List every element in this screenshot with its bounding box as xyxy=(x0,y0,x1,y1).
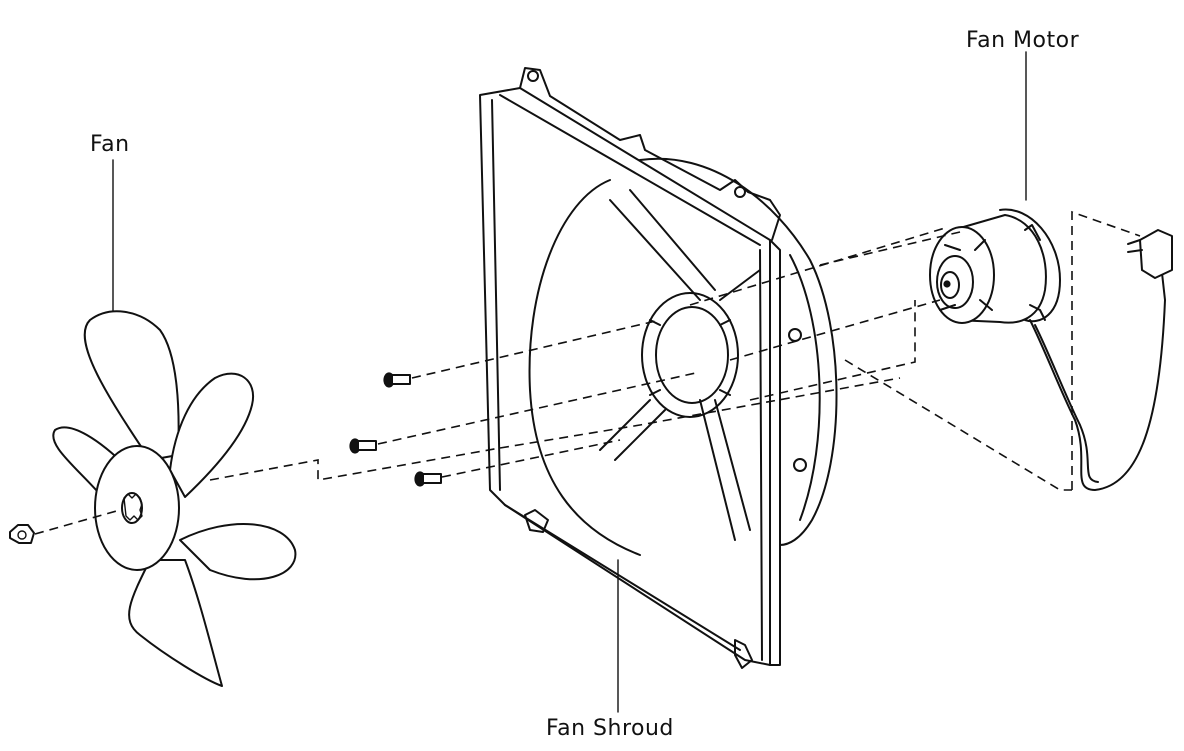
fan-hub-center xyxy=(121,492,143,524)
shroud-hub-inner xyxy=(655,306,729,404)
motor-face-ribs xyxy=(939,239,993,311)
fan-shroud-part xyxy=(479,67,838,669)
motor-shaft xyxy=(943,280,951,288)
bolt-bottom xyxy=(414,471,442,487)
fan-blade-lower-right xyxy=(179,523,297,581)
shroud-mount-hole-top-right xyxy=(734,186,746,198)
fan-blade-lower xyxy=(128,559,223,687)
shroud-ring-left xyxy=(528,179,641,556)
motor-face-inner xyxy=(936,255,974,309)
shroud-mount-tab-bottom-right xyxy=(734,639,753,669)
shroud-mount-hole-top-left xyxy=(527,70,539,82)
fan-label: Fan xyxy=(90,132,130,157)
shroud-ring-right-inner xyxy=(789,254,821,521)
shroud-spoke-upper xyxy=(609,199,701,301)
motor-connector xyxy=(1139,229,1173,279)
shroud-bottom-rim xyxy=(504,504,741,651)
motor-wire-2 xyxy=(1034,324,1099,483)
shroud-hub-outer xyxy=(641,292,739,418)
motor-connector-latch xyxy=(1127,239,1143,253)
shroud-boss-upper xyxy=(788,328,802,342)
shroud-top-rim xyxy=(499,94,761,246)
alignment-lines xyxy=(34,210,1141,535)
shroud-frame-inner-right xyxy=(759,249,763,661)
shroud-spoke-right xyxy=(719,269,761,301)
shroud-spoke-upper-2 xyxy=(629,189,716,291)
shroud-boss-lower xyxy=(793,458,807,472)
shroud-frame-inner-left xyxy=(491,99,501,491)
shroud-ring-right xyxy=(639,157,838,546)
motor-flange xyxy=(999,208,1061,323)
fan-blade-upper xyxy=(83,310,180,461)
fan-shroud-label: Fan Shroud xyxy=(546,716,674,741)
shroud-frame-edge xyxy=(769,239,781,666)
shroud-top-bracket xyxy=(519,67,781,241)
fan-hub-spline xyxy=(123,493,143,521)
shroud-frame xyxy=(479,87,771,666)
motor-face xyxy=(929,226,995,324)
shroud-spoke-left-2 xyxy=(614,409,666,461)
motor-mount-ear-bottom xyxy=(1029,304,1046,321)
motor-mount-ear-top xyxy=(1024,224,1041,241)
motor-wire xyxy=(1029,254,1166,491)
shroud-spoke-lower xyxy=(699,399,736,541)
fan-motor-part xyxy=(929,208,1173,491)
shroud-hub-tabs xyxy=(649,319,731,396)
bolt-top xyxy=(383,372,411,388)
fan-part xyxy=(52,310,297,687)
shroud-spoke-lower-2 xyxy=(714,399,751,531)
fan-hub xyxy=(94,445,180,571)
fan-motor-label: Fan Motor xyxy=(966,28,1080,53)
fan-nut xyxy=(9,524,35,544)
bolt-middle xyxy=(349,438,377,454)
shroud-mount-tab-bottom-left xyxy=(524,509,549,533)
fan-blade-upper-right xyxy=(169,372,255,498)
